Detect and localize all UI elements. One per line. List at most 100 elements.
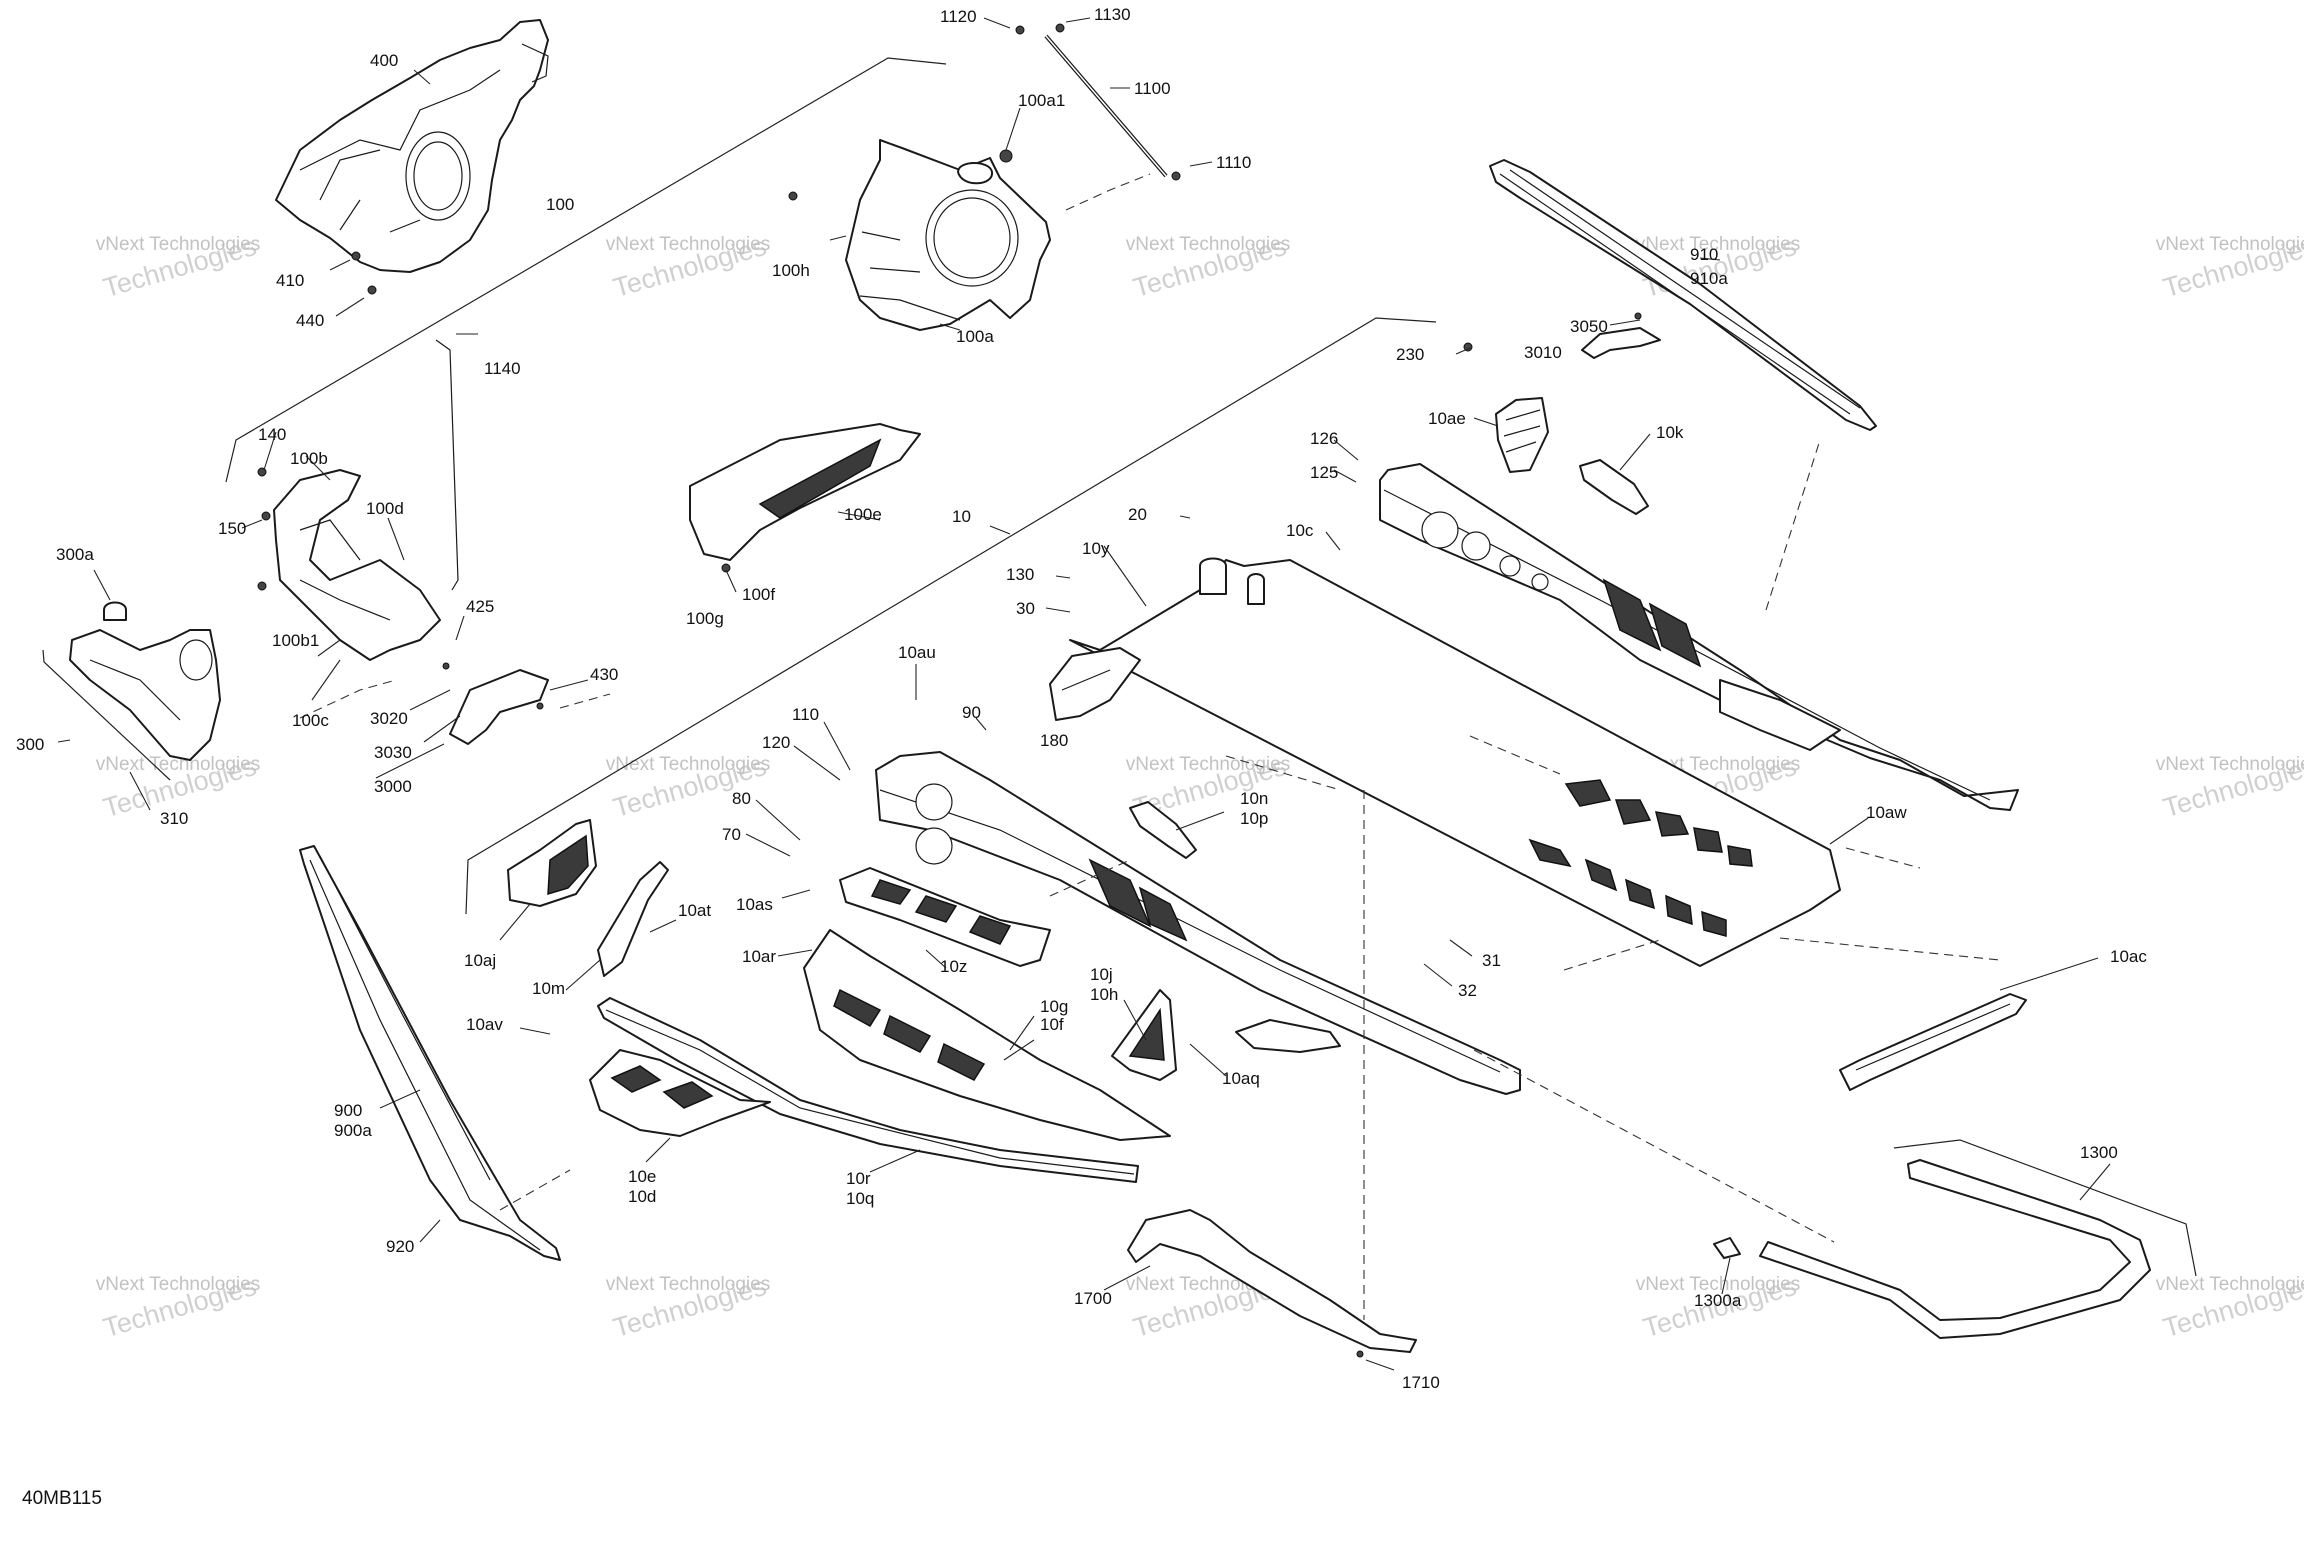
- part-900-strip: [299, 845, 561, 1261]
- part-10ac-bracket: [1839, 993, 2027, 1091]
- callout-label: 20: [1128, 505, 1147, 524]
- callout-label: 10k: [1656, 423, 1684, 442]
- callout-label: 10au: [898, 643, 936, 662]
- callout-label: 1110: [1216, 153, 1251, 172]
- callout-label: 100a1: [1018, 91, 1065, 110]
- callout-label: 10z: [940, 957, 967, 976]
- group-bracket-10: [465, 317, 1437, 915]
- callout-label: 10e: [628, 1167, 656, 1186]
- part-10n-bracket: [1129, 801, 1197, 859]
- group-bracket-300: [42, 649, 171, 781]
- watermark-line1: vNext Technologies: [606, 234, 770, 255]
- callout-label: 100e: [844, 505, 882, 524]
- part-10ae-plate: [1463, 342, 1549, 473]
- callout-label: 10at: [678, 901, 711, 920]
- callout-label: 400: [370, 51, 398, 70]
- tunnel-cutouts: [1528, 779, 1753, 937]
- part-10ar-panel: [803, 929, 1171, 1141]
- part-1300-bumper: [1713, 1159, 2151, 1339]
- callout-label: 425: [466, 597, 494, 616]
- callout-label: 120: [762, 733, 790, 752]
- callout-label: 10c: [1286, 521, 1314, 540]
- callout-label: 100d: [366, 499, 404, 518]
- watermark-line1: vNext Technologies: [1126, 754, 1290, 775]
- callout-label: 90: [962, 703, 981, 722]
- part-300a-frame: [69, 601, 221, 761]
- callout-label: 10ae: [1428, 409, 1466, 428]
- callout-label: 100c: [292, 711, 329, 730]
- part-1700-bracket: [1127, 1209, 1417, 1358]
- watermark-line1: vNext Technologies: [1126, 234, 1290, 255]
- part-10e-step: [589, 1049, 771, 1137]
- callout-label: 3000: [374, 777, 412, 796]
- callout-labels: 1120 1130 1100 100a1 1110 400 100 100h 1…: [16, 5, 2147, 1392]
- leader-lines: [57, 17, 2111, 1371]
- watermark-line1: vNext Technologies: [1636, 234, 1800, 255]
- callout-label: 3010: [1524, 343, 1562, 362]
- part-3000-bracket: [442, 662, 549, 745]
- watermark-line1: vNext Technologies: [606, 754, 770, 775]
- callout-label: 920: [386, 1237, 414, 1256]
- callout-label: 126: [1310, 429, 1338, 448]
- callout-label: 1120: [940, 7, 977, 26]
- callout-label: 900: [334, 1101, 362, 1120]
- callout-label: 910a: [1690, 269, 1728, 288]
- callout-label: 910: [1690, 245, 1718, 264]
- callout-label: 10q: [846, 1189, 874, 1208]
- callout-label: 230: [1396, 345, 1424, 364]
- callout-label: 32: [1458, 981, 1477, 1000]
- callout-label: 10g: [1040, 997, 1068, 1016]
- part-10m-bracket: [597, 861, 669, 977]
- callout-label: 100b1: [272, 631, 319, 650]
- callout-label: 100f: [742, 585, 775, 604]
- callout-label: 140: [258, 425, 286, 444]
- callout-label: 110: [792, 705, 819, 724]
- callout-label: 10r: [846, 1169, 871, 1188]
- callout-label: 100: [546, 195, 574, 214]
- callout-label: 3020: [370, 709, 408, 728]
- watermark-line1: vNext Technologies: [2156, 234, 2304, 255]
- watermark-line1: vNext Technologies: [96, 1274, 260, 1295]
- diagram-code: 40MB115: [22, 1488, 102, 1509]
- part-100e-panel: [689, 423, 921, 573]
- callout-label: 10m: [532, 979, 565, 998]
- callout-label: 130: [1006, 565, 1034, 584]
- callout-label: 10: [952, 507, 971, 526]
- part-100a-frame: [788, 139, 1051, 331]
- part-10-tunnel: [1049, 463, 2019, 967]
- callout-label: 10y: [1082, 539, 1110, 558]
- callout-label: 300: [16, 735, 44, 754]
- group-bracket-1300: [1893, 1139, 2197, 1277]
- watermark-line1: vNext Technologies: [2156, 1274, 2304, 1295]
- callout-label: 10ac: [2110, 947, 2147, 966]
- callout-label: 430: [590, 665, 618, 684]
- callout-label: 10as: [736, 895, 773, 914]
- part-10aq-bracket: [1235, 1019, 1341, 1053]
- callout-label: 1300: [2080, 1143, 2118, 1162]
- part-3010-bracket: [1581, 312, 1661, 359]
- callout-label: 30: [1016, 599, 1035, 618]
- callout-label: 100g: [686, 609, 724, 628]
- callout-label: 10h: [1090, 985, 1118, 1004]
- callout-label: 410: [276, 271, 304, 290]
- callout-label: 100b: [290, 449, 328, 468]
- callout-label: 80: [732, 789, 751, 808]
- watermark-line1: vNext Technologies: [606, 1274, 770, 1295]
- callout-label: 70: [722, 825, 741, 844]
- callout-label: 300a: [56, 545, 94, 564]
- part-910-rail: [1489, 159, 1877, 431]
- part-10k-bracket: [1579, 459, 1649, 515]
- watermark-line1: vNext Technologies: [96, 754, 260, 775]
- callout-label: 10f: [1040, 1015, 1064, 1034]
- callout-label: 10aq: [1222, 1069, 1260, 1088]
- callout-label: 440: [296, 311, 324, 330]
- callout-label: 1700: [1074, 1289, 1112, 1308]
- callout-label: 10ar: [742, 947, 776, 966]
- part-10j-bracket: [1111, 989, 1177, 1081]
